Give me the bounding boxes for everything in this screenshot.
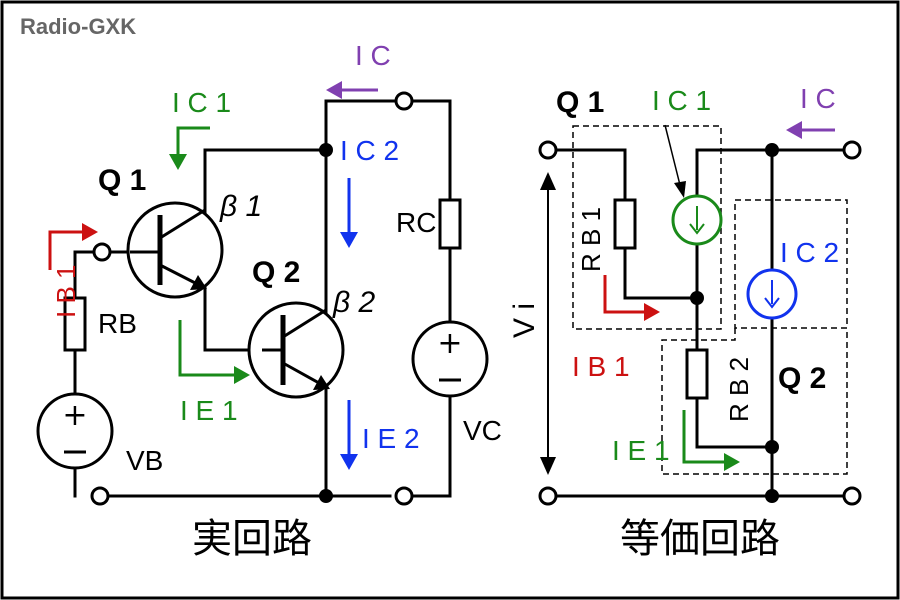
wire-q1-collector (203, 148, 328, 217)
arrow-ib1-equiv (603, 275, 648, 314)
label-vc: VC (463, 415, 502, 446)
wire-q1-emitter-q2-base (203, 280, 264, 352)
label-ic2-equiv: I C 2 (780, 237, 839, 268)
resistor-rb1 (613, 198, 637, 250)
arrow-ie1 (178, 320, 240, 377)
arrow-ib1 (48, 230, 88, 270)
label-ic1-equiv: I C 1 (652, 85, 711, 116)
watermark: Radio-GXK (20, 14, 136, 39)
label-ic-equiv: I C (800, 83, 836, 114)
node-top (765, 143, 779, 157)
wire-rb1-node (623, 246, 699, 300)
node-collector (319, 143, 333, 157)
label-ic: I C (355, 40, 391, 71)
label-rb2: R B 2 (724, 357, 754, 422)
node-ground (319, 489, 333, 503)
q1-dashed-box (572, 125, 722, 330)
label-vi: V i (508, 303, 541, 338)
wire-rb2-node (695, 396, 774, 449)
label-ic1: I C 1 (172, 87, 231, 118)
label-beta2: β 2 (332, 286, 375, 319)
q2-dashed-box-top (734, 199, 848, 329)
terminal-input-top (538, 140, 558, 160)
label-q1-equiv: Q 1 (556, 86, 604, 119)
label-rc: RC (396, 207, 436, 238)
current-source-ic1 (671, 194, 723, 246)
resistor-rc (438, 198, 462, 250)
label-ie1-equiv: I E 1 (612, 435, 670, 466)
label-q2: Q 2 (252, 256, 300, 289)
label-q2-equiv: Q 2 (778, 362, 826, 395)
label-vb: VB (126, 445, 163, 476)
label-ie2: I E 2 (362, 423, 420, 454)
transistor-q1 (126, 201, 224, 299)
label-ib1-equiv: I B 1 (572, 351, 630, 382)
label-beta1: β 1 (219, 190, 262, 223)
resistor-rb (63, 296, 87, 352)
arrow-ie1-equiv (682, 410, 728, 464)
label-ie1: I E 1 (180, 395, 238, 426)
label-ic2: I C 2 (340, 135, 399, 166)
terminal-top-right (394, 91, 414, 111)
real-circuit-title: 実回路 (192, 516, 312, 562)
terminal-output-bottom (842, 486, 862, 506)
q2-dashed-box-bottom (661, 328, 848, 475)
terminal-bottom-right (394, 486, 414, 506)
wire-input-rb1 (553, 148, 627, 202)
label-rb1: R B 1 (576, 207, 606, 272)
voltage-source-vb: + (36, 392, 114, 470)
label-ib1: I B 1 (51, 265, 81, 318)
voltage-source-vc: + (411, 320, 489, 398)
transistor-q2 (247, 301, 345, 399)
node-middle (690, 291, 704, 305)
terminal-output-top (842, 140, 862, 160)
real-circuit: + + I C I C 1 I C 2 I B 1 (36, 40, 502, 562)
resistor-rb2 (685, 348, 709, 400)
wire-vc-bottom (406, 394, 452, 498)
label-rb: RB (98, 308, 137, 339)
terminal-base (92, 242, 112, 262)
svg-text:+: + (62, 398, 87, 433)
node-lower (765, 440, 779, 454)
equiv-circuit: I C I C 1 I C 2 I B 1 I E 1 Q 1 Q 2 R B … (508, 83, 862, 562)
terminal-bottom-left (90, 486, 110, 506)
label-q1: Q 1 (98, 164, 146, 197)
wire-rb-base (73, 250, 100, 300)
current-source-ic2 (746, 268, 798, 320)
equiv-circuit-title: 等価回路 (620, 516, 780, 562)
arrow-ic1-pointer (664, 124, 681, 186)
svg-text:+: + (437, 326, 462, 361)
wire-rc-top (406, 99, 452, 202)
node-bottom (765, 489, 779, 503)
terminal-input-bottom (538, 486, 558, 506)
arrow-ic1 (176, 126, 210, 160)
